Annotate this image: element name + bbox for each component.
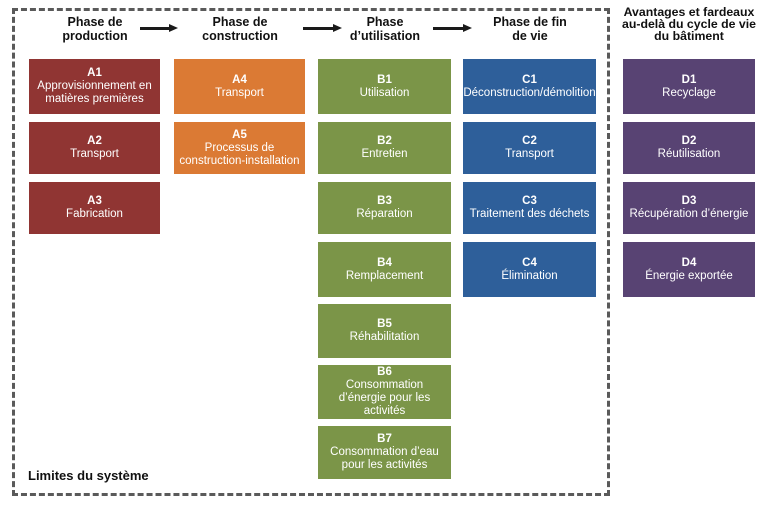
box-label: Approvisionnement en matières premières <box>37 80 152 105</box>
box-label: Énergie exportée <box>645 269 733 282</box>
phase-box-d1: D1 Recyclage <box>623 59 755 114</box>
box-code: B1 <box>377 73 392 86</box>
phase-box-d3: D3 Récupération d’énergie <box>623 182 755 234</box>
phase-box-a5: A5 Processus de construction-installatio… <box>174 122 305 174</box>
box-code: A5 <box>232 128 247 141</box>
phase-box-c3: C3 Traitement des déchets <box>463 182 596 234</box>
box-code: A4 <box>232 73 247 86</box>
phase-box-a3: A3 Fabrication <box>29 182 160 234</box>
phase-box-c2: C2 Transport <box>463 122 596 174</box>
box-code: C4 <box>522 256 537 269</box>
arrow-shaft <box>303 27 334 30</box>
box-label: Consommation d’énergie pour les activité… <box>338 379 431 417</box>
box-code: C2 <box>522 135 537 147</box>
arrow-head <box>169 24 178 32</box>
box-code: B5 <box>377 318 392 330</box>
phase-box-b5: B5 Réhabilitation <box>318 304 451 358</box>
arrow-shaft <box>433 27 464 30</box>
phase-box-d2: D2 Réutilisation <box>623 122 755 174</box>
phase-box-b6: B6 Consommation d’énergie pour les activ… <box>318 365 451 419</box>
box-code: B4 <box>377 256 392 269</box>
arrow-shaft <box>140 27 170 30</box>
phase-box-b3: B3 Réparation <box>318 182 451 234</box>
flow-arrow-icon <box>303 24 342 33</box>
box-code: B3 <box>377 195 392 207</box>
box-label: Transport <box>215 86 264 99</box>
box-code: D1 <box>681 73 697 86</box>
phase-box-a2: A2 Transport <box>29 122 160 174</box>
phase-box-a1: A1 Approvisionnement en matières premièr… <box>29 59 160 114</box>
box-code: C3 <box>522 195 537 207</box>
box-code: A1 <box>87 67 102 79</box>
phase-box-d4: D4 Énergie exportée <box>623 242 755 297</box>
arrow-head <box>333 24 342 32</box>
phase-box-a4: A4 Transport <box>174 59 305 114</box>
box-label: Remplacement <box>345 269 424 282</box>
header-phase-fin-de-vie: Phase de fin de vie <box>493 15 567 43</box>
phase-box-c4: C4 Élimination <box>463 242 596 297</box>
header-phase-utilisation: Phase d’utilisation <box>349 15 421 43</box>
phase-box-b1: B1 Utilisation <box>318 59 451 114</box>
system-boundary-dashed-border <box>12 8 610 496</box>
phase-box-b4: B4 Remplacement <box>318 242 451 297</box>
box-code: A2 <box>87 135 102 147</box>
box-label: Réutilisation <box>657 148 721 160</box>
box-code: D4 <box>681 256 697 269</box>
box-label: Déconstruction/démolition <box>463 86 596 99</box>
box-code: A3 <box>87 195 102 207</box>
box-label: Réparation <box>356 208 413 220</box>
header-avantages-fardeaux: Avantages et fardeaux au-delà du cycle d… <box>622 5 756 43</box>
header-phase-construction: Phase de construction <box>202 15 278 43</box>
flow-arrow-icon <box>433 24 472 33</box>
arrow-head <box>463 24 472 32</box>
box-label: Consommation d’eau pour les activités <box>330 446 439 471</box>
box-label: Processus de construction-installation <box>179 141 300 167</box>
box-code: D3 <box>681 195 697 207</box>
box-label: Traitement des déchets <box>469 208 590 220</box>
box-label: Recyclage <box>662 86 716 99</box>
box-code: C1 <box>522 73 537 86</box>
phase-box-b2: B2 Entretien <box>318 122 451 174</box>
box-label: Transport <box>70 148 119 160</box>
phase-box-c1: C1 Déconstruction/démolition <box>463 59 596 114</box>
box-code: B7 <box>377 433 392 445</box>
box-label: Réhabilitation <box>349 331 420 343</box>
box-code: B6 <box>377 366 392 378</box>
box-label: Fabrication <box>66 208 123 220</box>
phase-box-b7: B7 Consommation d’eau pour les activités <box>318 426 451 479</box>
box-label: Utilisation <box>359 86 410 99</box>
system-boundary-label: Limites du système <box>28 468 149 483</box>
box-code: D2 <box>681 135 697 147</box>
header-phase-production: Phase de production <box>62 15 128 43</box>
flow-arrow-icon <box>140 24 178 33</box>
box-label: Récupération d’énergie <box>629 208 749 220</box>
box-label: Transport <box>505 148 554 160</box>
box-label: Élimination <box>501 269 558 282</box>
box-label: Entretien <box>361 148 408 160</box>
box-code: B2 <box>377 135 392 147</box>
